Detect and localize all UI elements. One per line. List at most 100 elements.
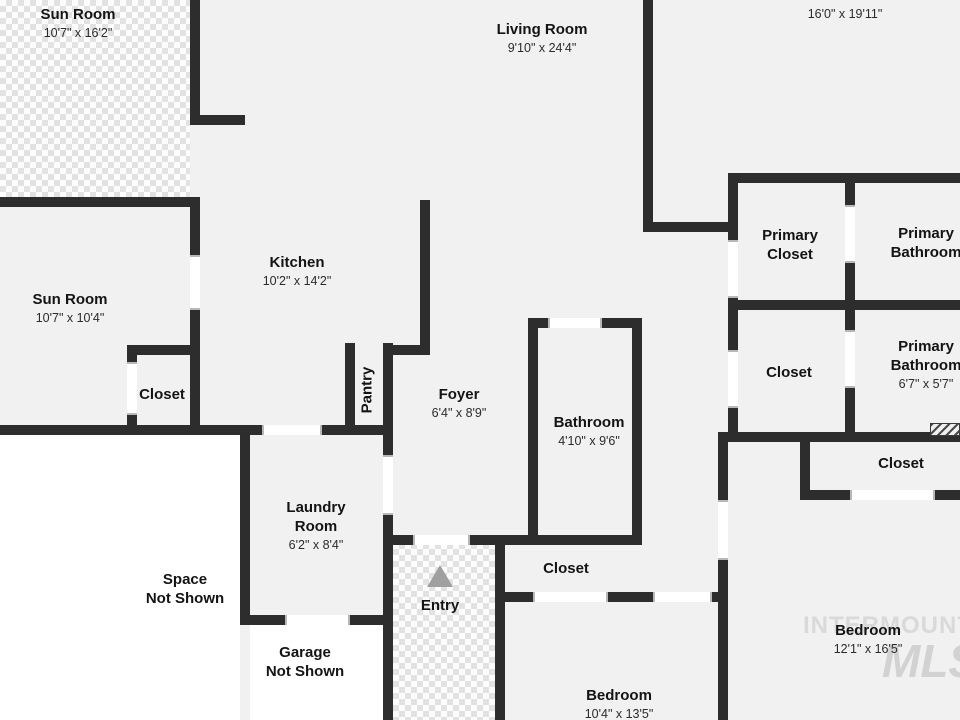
room-name: Primary [898,338,954,355]
wall [345,343,355,435]
room-name: Living Room [496,21,588,38]
room-name: Bedroom [586,687,652,704]
room-label-closet-far-right: Closet [878,455,924,474]
wall [190,197,200,435]
room-dims: 10'2" x 14'2" [262,273,332,288]
room-dims: 10'7" x 10'4" [35,310,105,325]
wall [322,425,393,435]
room-name: Closet [139,386,185,403]
door-opening [383,455,393,515]
wall [240,615,285,625]
sun-room-tile-floor [0,0,190,197]
wall [0,197,200,207]
door-opening [850,490,935,500]
room-label-primary-bathroom-top: Primary Bathroom [891,225,960,263]
room-name: Entry [420,597,460,614]
room-name: Closet [543,560,589,577]
room-label-kitchen: Kitchen 10'2" x 14'2" [263,254,332,289]
door-opening [728,240,738,298]
room-name: Closet [878,455,924,472]
wall [728,300,855,310]
room-name: Bathroom [890,243,960,261]
room-label-entry: Entry [421,597,459,616]
wall [190,115,245,125]
wall [632,318,642,545]
room-dims: 6'7" x 5'7" [898,376,954,391]
room-name: Pantry [358,366,376,414]
door-opening [653,592,712,602]
room-label-top-right: 16'0" x 19'11" [808,6,883,22]
room-name: Laundry [286,499,346,516]
label-text: Space [162,571,208,588]
room-name: Sun Room [40,6,116,23]
wall [845,173,855,442]
wall [127,345,200,355]
room-dims: 6'4" x 8'9" [431,405,487,420]
room-dims: 12'1" x 16'5" [833,641,903,656]
room-name: Closet [767,245,813,263]
wall [383,535,413,545]
room-name: Bedroom [835,622,901,639]
room-label-pantry: Pantry [359,367,378,414]
room-dims: 10'7" x 16'2" [43,25,113,40]
room-dims: 10'4" x 13'5" [584,706,654,720]
wall [240,425,250,625]
door-opening [728,350,738,408]
wall [470,535,505,545]
door-opening [533,592,608,602]
wall [0,425,250,435]
room-dims: 6'2" x 8'4" [288,537,344,552]
room-dims: 16'0" x 19'11" [807,7,883,21]
wall [728,432,960,442]
door-opening [285,615,350,625]
wall [728,173,960,183]
room-label-foyer: Foyer 6'4" x 8'9" [432,386,487,421]
wall [383,345,430,355]
room-label-sun-room-left: Sun Room 10'7" x 10'4" [33,291,108,326]
wall [240,425,262,435]
label-text: Not Shown [265,662,345,680]
room-name: Room [294,517,338,535]
room-label-bedroom-right: Bedroom 12'1" x 16'5" [834,622,903,657]
door-opening [845,205,855,263]
room-label-sun-room-top: Sun Room 10'7" x 16'2" [41,6,116,41]
wall [383,343,393,435]
door-opening [262,425,322,435]
wall [800,442,810,500]
room-label-living-room: Living Room 9'10" x 24'4" [497,21,588,56]
room-label-primary-bathroom-right: Primary Bathroom 6'7" x 5'7" [891,338,960,392]
wall [495,535,505,720]
room-name: Bathroom [553,414,625,431]
room-label-bedroom-bottom: Bedroom 10'4" x 13'5" [585,687,654,720]
door-opening [127,362,137,415]
mls-watermark-text: INTERMOUNTAIN [803,612,960,639]
door-opening [718,500,728,560]
wall [495,592,533,602]
room-dims: 9'10" x 24'4" [507,40,577,55]
wall [495,535,642,545]
wall [528,318,538,545]
wall [608,592,653,602]
room-name: Bathroom [890,356,960,374]
wall [190,0,200,125]
room-label-closet-left: Closet [139,386,185,405]
wall [935,490,960,500]
front-door-opening [413,535,470,545]
door-opening [190,255,200,310]
wall [643,222,738,232]
wall [643,0,653,232]
label-space-not-shown: Space Not Shown [146,571,224,609]
wall [528,318,548,328]
label-garage-not-shown: Garage Not Shown [266,644,344,682]
bathroom-fixture-icon [930,423,960,436]
room-name: Closet [766,364,812,381]
room-label-closet-hall: Closet [543,560,589,579]
wall [602,318,642,328]
room-name: Sun Room [32,291,108,308]
room-name: Foyer [438,386,480,403]
wall [800,490,850,500]
outside-area-garage-not-shown [250,625,383,720]
door-opening [845,330,855,388]
room-name: Kitchen [269,254,325,271]
